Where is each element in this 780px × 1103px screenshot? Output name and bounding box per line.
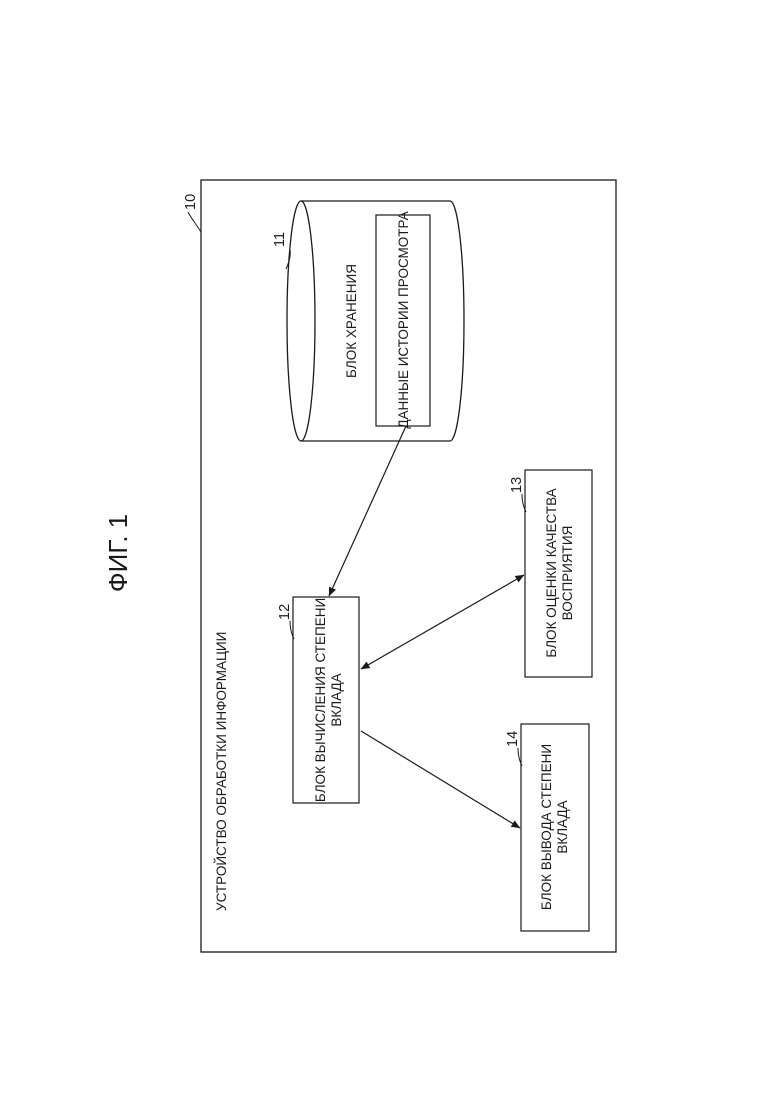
figure-title: ФИГ. 1 [103, 514, 133, 592]
calc-label-line2: ВКЛАДА [329, 673, 344, 726]
quality-ref-number: 13 [509, 477, 525, 493]
storage-ref-number: 11 [272, 232, 288, 247]
output-label-line1: БЛОК ВЫВОДА СТЕПЕНИ [539, 744, 554, 910]
quality-label-line1: БЛОК ОЦЕНКИ КАЧЕСТВА [544, 488, 559, 657]
arrow-calc-to-output [361, 731, 520, 828]
device-ref-leader [188, 212, 201, 232]
calc-ref-number: 12 [277, 604, 293, 620]
quality-label-line2: ВОСПРИЯТИЯ [560, 526, 575, 621]
calc-label-line1: БЛОК ВЫЧИСЛЕНИЯ СТЕПЕНИ [313, 598, 328, 802]
storage-label: БЛОК ХРАНЕНИЯ [344, 264, 359, 378]
device-ref-number: 10 [183, 194, 199, 210]
device-label: УСТРОЙСТВО ОБРАБОТКИ ИНФОРМАЦИИ [214, 632, 229, 911]
arrow-storage-to-calc [329, 426, 406, 596]
output-ref-number: 14 [505, 731, 521, 747]
output-label-line2: ВКЛАДА [555, 800, 570, 853]
arrow-calc-quality [361, 575, 524, 669]
history-data-label: ДАННЫЕ ИСТОРИИ ПРОСМОТРА [396, 211, 411, 428]
